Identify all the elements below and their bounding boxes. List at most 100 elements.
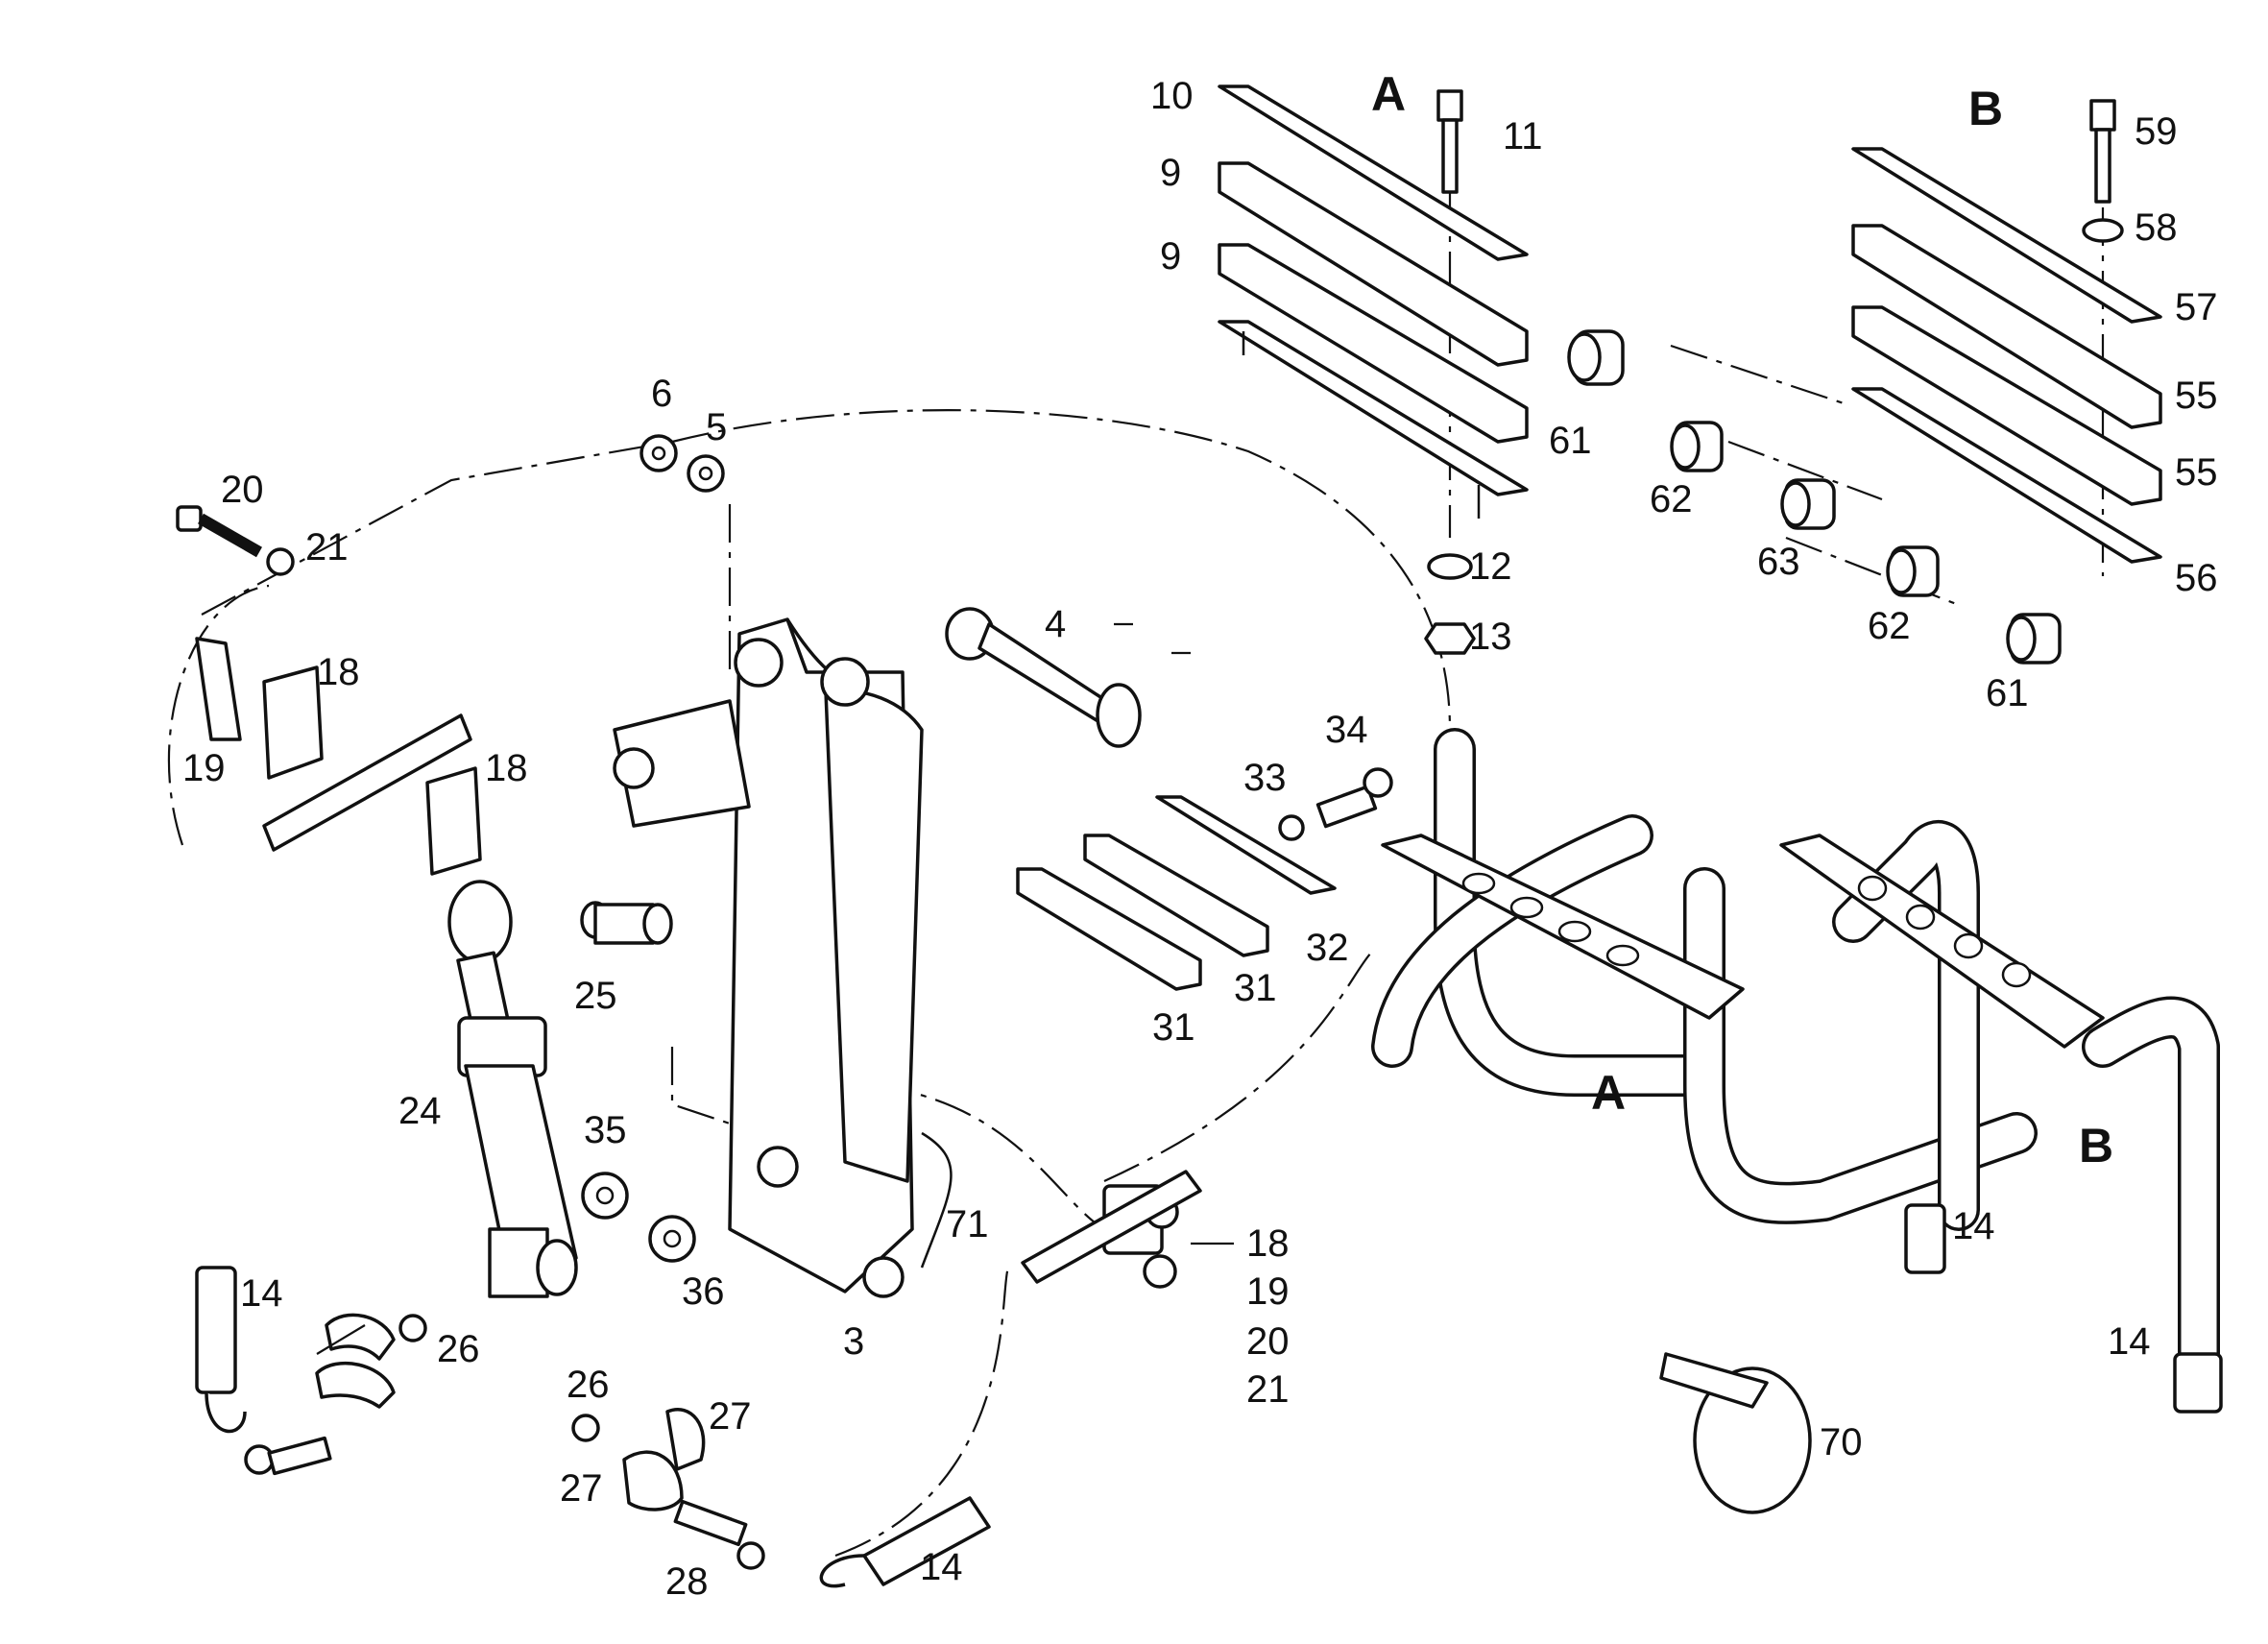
- part-number-27-right: 27: [709, 1395, 752, 1438]
- part-number-18-lower: 18: [485, 747, 528, 789]
- part-number-61-lower: 61: [1986, 672, 2029, 714]
- hose-guard-sleeve: [262, 713, 472, 852]
- clamp-base-plate: [1218, 320, 1529, 519]
- split-flange-halves: [315, 1313, 396, 1409]
- part-number-27-left: 27: [560, 1467, 603, 1510]
- grommet-63: [1780, 478, 1836, 530]
- clamp-block-55-lower: [1851, 305, 2162, 506]
- washer-5: [687, 454, 725, 493]
- pin-4: [945, 607, 1142, 748]
- part-number-31-left: 31: [1152, 1006, 1195, 1049]
- screw-28: [673, 1499, 765, 1570]
- part-number-14-right-a: 14: [1952, 1205, 1995, 1247]
- part-number-9-upper: 9: [1160, 152, 1181, 194]
- part-number-28: 28: [665, 1560, 709, 1603]
- bolt-11: [1436, 89, 1463, 194]
- part-number-57: 57: [2175, 286, 2218, 328]
- part-number-24: 24: [398, 1090, 442, 1132]
- washer-26-right: [571, 1414, 600, 1442]
- clamp-block-9-lower: [1218, 243, 1529, 444]
- clamp-31-lower: [1016, 867, 1202, 991]
- part-number-35: 35: [584, 1109, 627, 1151]
- part-number-20-left: 20: [221, 469, 264, 511]
- part-number-26-left: 26: [437, 1328, 480, 1370]
- clamp-31-upper: [1083, 834, 1269, 957]
- bolt-59: [2089, 99, 2116, 204]
- part-number-6: 6: [651, 373, 672, 415]
- hose-end-14-right-b: [2173, 1352, 2223, 1414]
- clamp-base-plate-56: [1851, 387, 2162, 564]
- washer-12: [1427, 553, 1473, 580]
- cable-tie-70: [1659, 1352, 1812, 1514]
- socket-screw: [244, 1436, 332, 1476]
- part-number-21-left: 21: [305, 526, 349, 568]
- part-number-26-right: 26: [567, 1364, 610, 1406]
- part-number-56: 56: [2175, 557, 2218, 599]
- part-number-25: 25: [574, 975, 617, 1017]
- clamp-block-18-lower: [425, 766, 482, 876]
- part-number-19-left: 19: [182, 747, 226, 789]
- part-number-20-right: 20: [1246, 1320, 1290, 1363]
- part-number-18-right: 18: [1246, 1222, 1290, 1265]
- part-number-63: 63: [1757, 541, 1800, 583]
- part-number-32: 32: [1306, 927, 1349, 969]
- hose-end-14-left: [195, 1266, 247, 1434]
- section-label-B-bottom: B: [2079, 1119, 2113, 1173]
- washer-35: [581, 1172, 629, 1220]
- part-number-36: 36: [682, 1270, 725, 1313]
- part-number-21-right: 21: [1246, 1368, 1290, 1411]
- washer-26-left: [398, 1314, 427, 1342]
- washer-58: [2082, 218, 2124, 243]
- part-number-14-center: 14: [920, 1546, 963, 1588]
- part-number-70: 70: [1820, 1421, 1863, 1463]
- hose-clamp-18-assembly: [1021, 1170, 1202, 1289]
- hydraulic-cylinder-24: [447, 880, 578, 1298]
- clamp-plate-19: [195, 637, 242, 741]
- grommet-62-upper: [1670, 421, 1724, 472]
- grommet-61-lower: [2006, 613, 2062, 665]
- clamp-plate-10: [1218, 85, 1529, 261]
- bolt-34: [1315, 767, 1393, 829]
- part-number-55-lower: 55: [2175, 451, 2218, 494]
- hose-end-14-center: [819, 1496, 991, 1588]
- part-number-61-upper: 61: [1549, 420, 1592, 462]
- pin-25: [580, 901, 673, 945]
- part-number-59: 59: [2135, 110, 2178, 153]
- clamp-plate-57: [1851, 147, 2162, 324]
- hose-clamp-bar-A: [1381, 834, 1745, 1020]
- hose-routing: [1371, 728, 2220, 1385]
- part-number-12: 12: [1469, 545, 1512, 588]
- part-number-14-left: 14: [240, 1272, 283, 1315]
- hose-end-14-right-a: [1904, 1203, 1946, 1274]
- clamp-block-9-upper: [1218, 161, 1529, 367]
- part-number-31-right: 31: [1234, 967, 1277, 1009]
- washer-21: [266, 547, 295, 576]
- boom-bracket: [613, 699, 751, 828]
- part-number-4: 4: [1045, 603, 1066, 645]
- section-label-A-bottom: A: [1591, 1066, 1626, 1120]
- grommet-62-lower: [1886, 545, 1940, 597]
- part-number-19-right: 19: [1246, 1270, 1290, 1313]
- plate-32: [1155, 795, 1337, 895]
- clamp-block-55-upper: [1851, 224, 2162, 429]
- part-number-3: 3: [843, 1320, 864, 1363]
- part-number-5: 5: [706, 406, 727, 448]
- part-number-14-right-b: 14: [2108, 1320, 2151, 1363]
- part-number-18-upper: 18: [317, 651, 360, 693]
- part-number-55-upper: 55: [2175, 375, 2218, 417]
- part-number-11: 11: [1503, 115, 1543, 157]
- section-label-A-top: A: [1371, 67, 1406, 121]
- clamp-block-18-upper: [262, 665, 324, 780]
- washer-36: [648, 1215, 696, 1263]
- part-number-71: 71: [946, 1203, 989, 1245]
- part-number-10: 10: [1150, 75, 1194, 117]
- assembly-dashed-lines: [167, 125, 2105, 1558]
- bolt-20: [176, 505, 262, 558]
- section-label-B-top: B: [1968, 82, 2003, 135]
- leader-lines: [316, 622, 1234, 1355]
- hose-clip-71: [920, 1131, 953, 1269]
- part-number-58: 58: [2135, 206, 2178, 249]
- part-number-34: 34: [1325, 709, 1368, 751]
- part-number-62-lower: 62: [1868, 605, 1911, 647]
